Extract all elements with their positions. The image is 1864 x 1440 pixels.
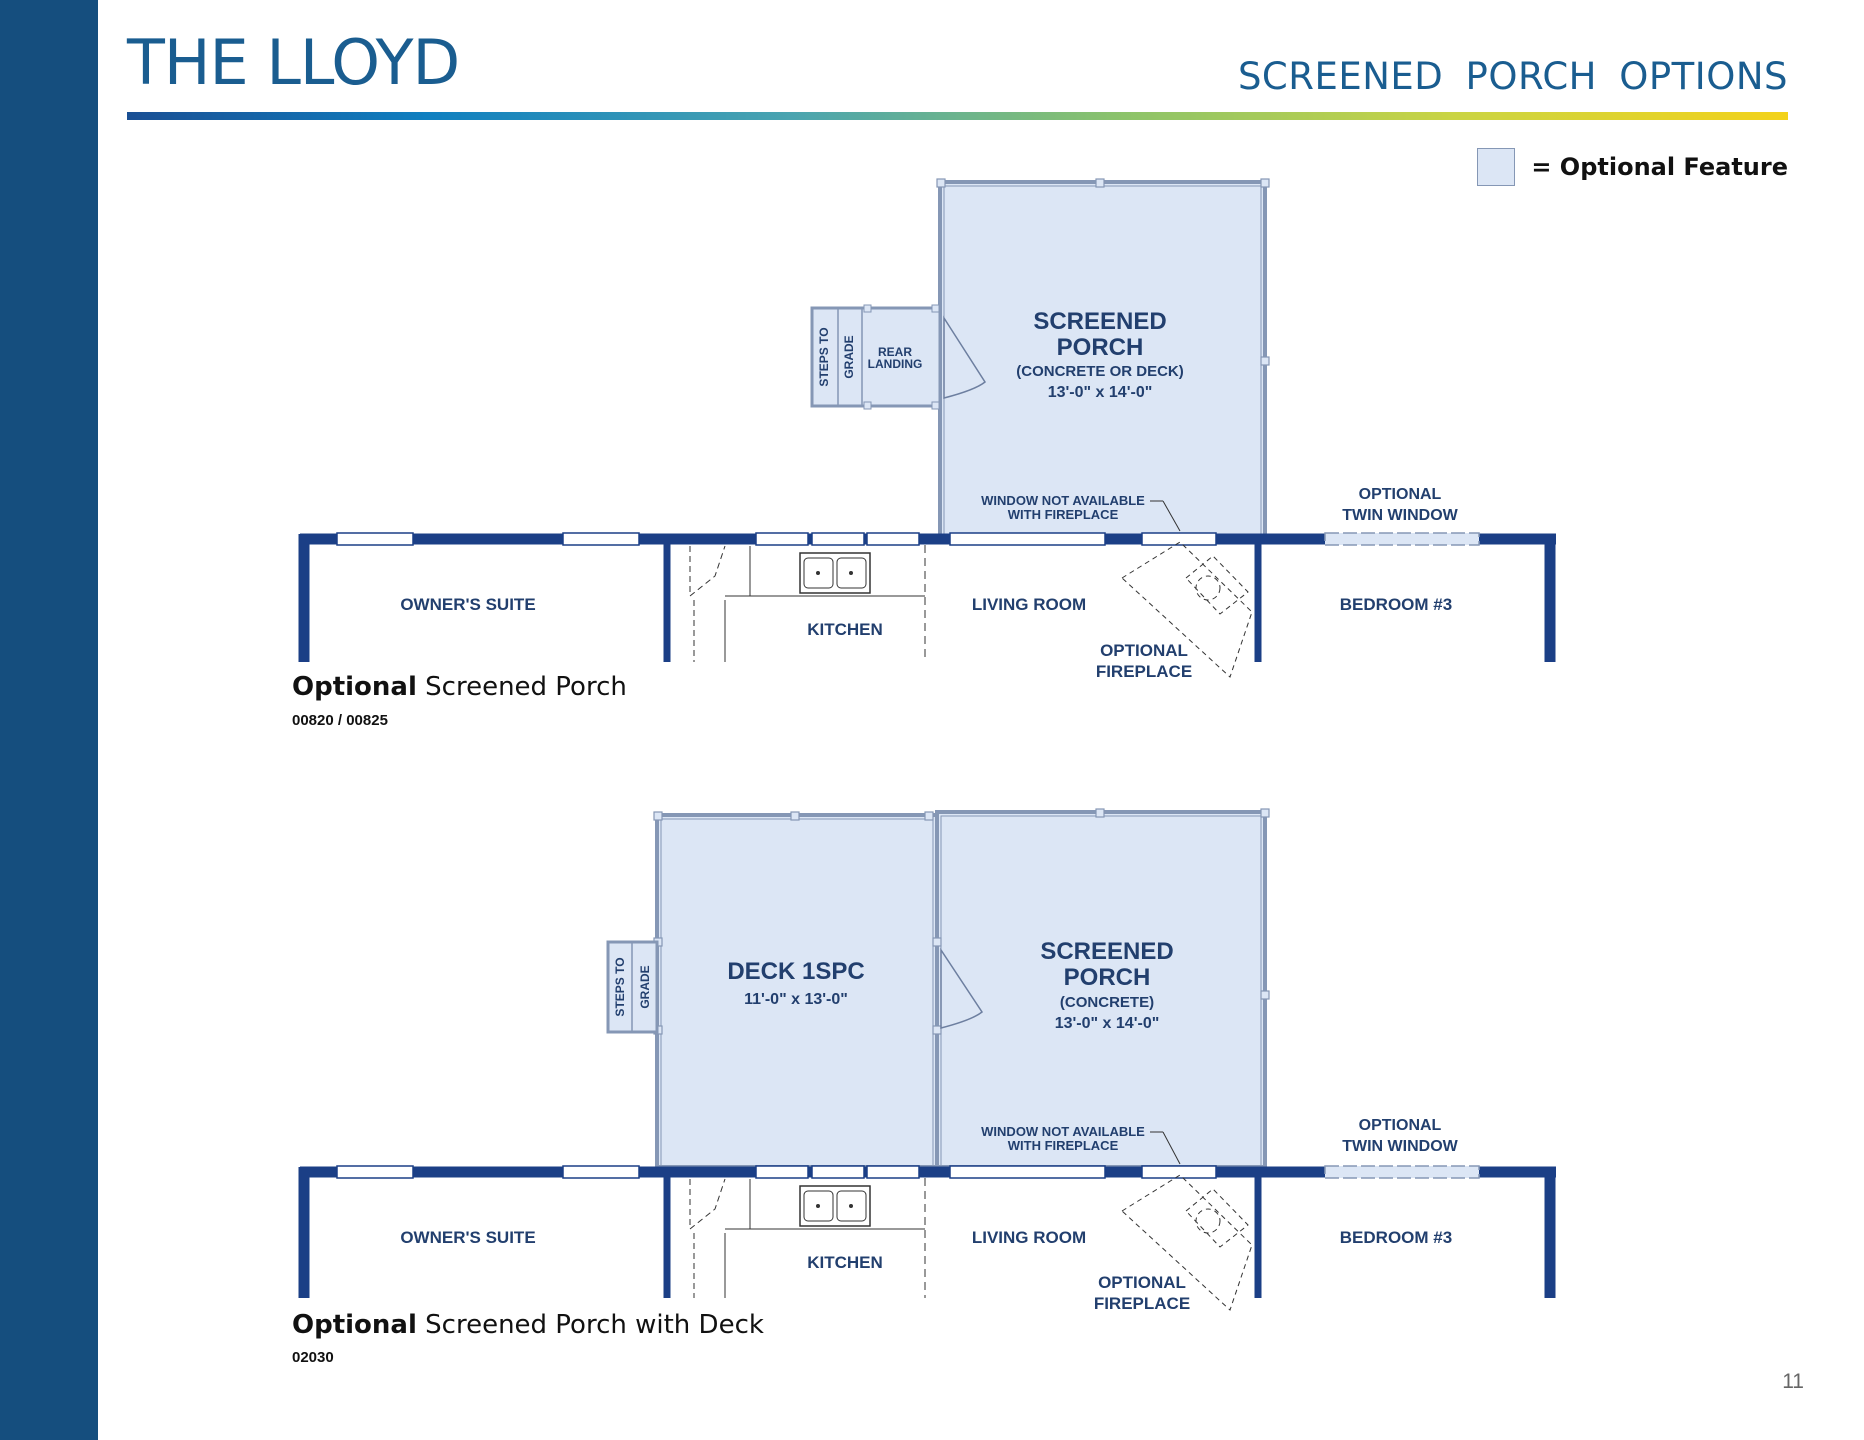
- room-owners-suite: OWNER'S SUITE: [400, 595, 535, 614]
- door-swing: [940, 947, 984, 1029]
- plan1-caption: Optional Screened Porch: [292, 672, 627, 702]
- fireplace-label-2: FIREPLACE: [1094, 1294, 1190, 1313]
- room-bedroom-3: BEDROOM #3: [1340, 595, 1452, 614]
- fireplace-icon: [1121, 541, 1253, 678]
- floor-plan-screened-porch: SCREENED PORCH (CONCRETE OR DECK) 13'-0"…: [298, 178, 1556, 681]
- plan1-caption-text: Screened Porch: [416, 672, 627, 702]
- porch-title-2: PORCH: [1064, 964, 1151, 991]
- rear-landing-area: [810, 306, 942, 408]
- porch-title-2: PORCH: [1057, 334, 1144, 361]
- rear-landing-label-1: REAR: [878, 345, 912, 359]
- deck-dimension: 11'-0" x 13'-0": [744, 991, 848, 1008]
- legend: = Optional Feature: [1477, 148, 1788, 186]
- deck-title: DECK 1SPC: [727, 958, 864, 985]
- page-subtitle: SCREENED PORCH OPTIONS: [1237, 55, 1788, 98]
- plan1-caption-bold: Optional: [292, 672, 417, 702]
- porch-subtitle: (CONCRETE): [1060, 994, 1154, 1011]
- room-bedroom-3: BEDROOM #3: [1340, 1228, 1452, 1247]
- porch-title-1: SCREENED: [1033, 308, 1166, 335]
- steps-label-2: GRADE: [842, 335, 856, 378]
- fireplace-label-1: OPTIONAL: [1100, 641, 1188, 660]
- legend-label: = Optional Feature: [1531, 153, 1788, 181]
- porch-dimension: 13'-0" x 14'-0": [1048, 384, 1153, 401]
- sink-icon: [799, 1185, 871, 1227]
- porch-title-1: SCREENED: [1040, 938, 1173, 965]
- twin-window-label-2: TWIN WINDOW: [1342, 1138, 1458, 1155]
- sink-icon: [799, 552, 871, 594]
- twin-window-label-2: TWIN WINDOW: [1342, 507, 1458, 524]
- window-note-1: WINDOW NOT AVAILABLE: [981, 1124, 1145, 1139]
- room-kitchen: KITCHEN: [807, 620, 883, 639]
- twin-window-label-1: OPTIONAL: [1359, 1117, 1442, 1134]
- plan2-caption: Optional Screened Porch with Deck: [292, 1310, 764, 1340]
- screened-porch-area: [935, 810, 1267, 1169]
- fireplace-icon: [1121, 1174, 1253, 1311]
- steps-label-2: GRADE: [638, 965, 652, 1008]
- legend-swatch: [1477, 148, 1516, 186]
- sidebar-band: [0, 0, 98, 1440]
- twin-window-label-1: OPTIONAL: [1359, 486, 1442, 503]
- window-note-2: WITH FIREPLACE: [1008, 1138, 1119, 1153]
- plan2-caption-bold: Optional: [292, 1310, 417, 1340]
- steps-label-1: STEPS TO: [817, 327, 831, 386]
- window-note-1: WINDOW NOT AVAILABLE: [981, 493, 1145, 508]
- page-number: 11: [1782, 1370, 1804, 1393]
- plan1-code: 00820 / 00825: [292, 712, 388, 729]
- rear-landing-label-2: LANDING: [868, 357, 923, 371]
- fireplace-label-1: OPTIONAL: [1098, 1273, 1186, 1292]
- optional-twin-window: [1324, 532, 1480, 546]
- plan2-caption-text: Screened Porch with Deck: [416, 1310, 764, 1340]
- steps-label-1: STEPS TO: [613, 957, 627, 1016]
- fireplace-label-2: FIREPLACE: [1096, 662, 1192, 681]
- optional-twin-window: [1324, 1165, 1480, 1179]
- room-kitchen: KITCHEN: [807, 1253, 883, 1272]
- gradient-rule: [127, 112, 1788, 120]
- window-note-2: WITH FIREPLACE: [1008, 507, 1119, 522]
- porch-subtitle: (CONCRETE OR DECK): [1016, 363, 1184, 380]
- plan2-code: 02030: [292, 1349, 334, 1366]
- floor-plan-porch-with-deck: DECK 1SPC 11'-0" x 13'-0" SCREENED PORCH…: [298, 808, 1556, 1313]
- room-living-room: LIVING ROOM: [972, 595, 1086, 614]
- page-title: THE LLOYD: [127, 26, 460, 99]
- room-living-room: LIVING ROOM: [972, 1228, 1086, 1247]
- porch-dimension: 13'-0" x 14'-0": [1055, 1015, 1160, 1032]
- room-owners-suite: OWNER'S SUITE: [400, 1228, 535, 1247]
- door-swing: [943, 315, 986, 399]
